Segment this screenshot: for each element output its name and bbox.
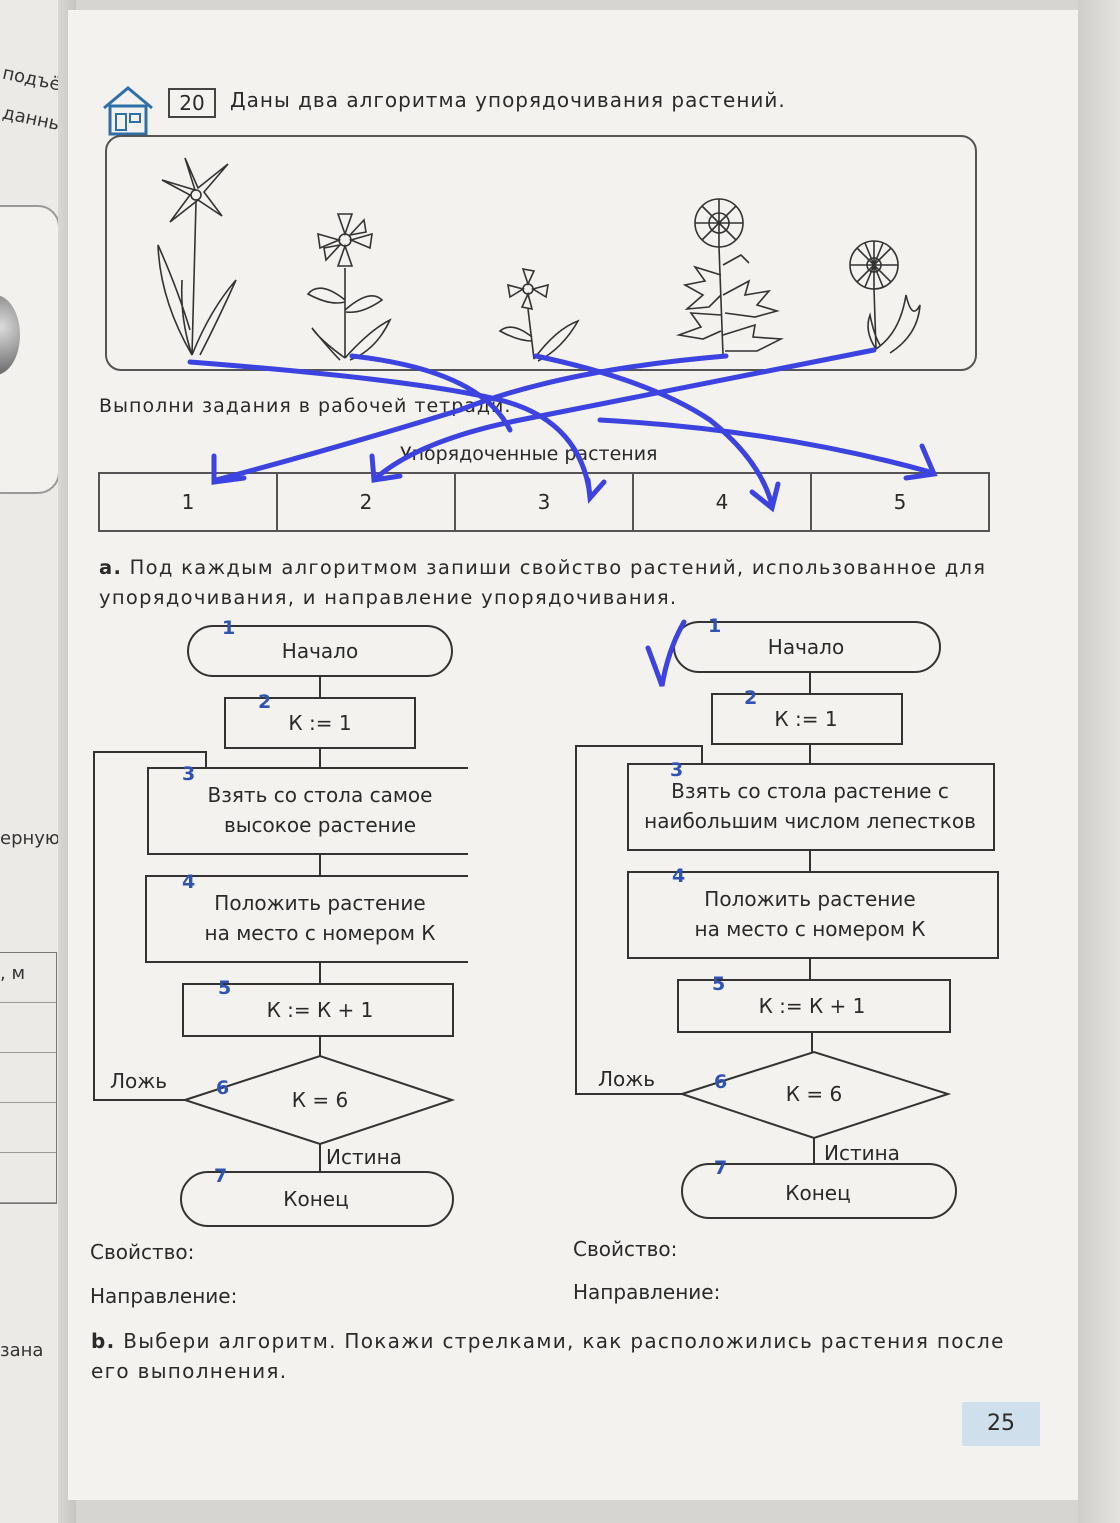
fc-left-true-label: Истина	[326, 1145, 402, 1169]
order-cell[interactable]: 3	[456, 474, 634, 530]
arrow-6-head	[903, 443, 938, 481]
fc-right-end-label: Конец	[785, 1181, 850, 1205]
part-a-letter: a.	[99, 556, 123, 579]
arrow-1-head	[585, 477, 607, 504]
fc-right-true-label: Истина	[824, 1141, 900, 1165]
fc-right-num: 4	[672, 865, 685, 887]
arrow-3	[533, 353, 775, 508]
fc-left-num: 3	[182, 763, 195, 785]
flowchart-right: 1 Начало 2 К := 1 3 Взять со стола расте…	[575, 615, 999, 1219]
fc-right-num: 1	[708, 615, 721, 637]
part-a-body: Под каждым алгоритмом запиши свойство ра…	[99, 556, 987, 609]
arrow-5	[373, 347, 877, 481]
fc-left-inc-block	[182, 983, 454, 1037]
fc-left-end-label: Конец	[283, 1187, 348, 1211]
fc-left-inc-label: К := К + 1	[267, 998, 374, 1022]
plants-illustration	[105, 135, 977, 371]
task-number: 20	[168, 88, 216, 118]
order-table-caption: Упорядоченные растения	[400, 443, 658, 465]
fc-left-condition-label: К = 6	[292, 1088, 348, 1112]
home-task-icon	[103, 86, 153, 136]
fc-left-take-label: Взять со стола самое	[208, 783, 433, 807]
left-direction-label[interactable]: Направление:	[90, 1284, 238, 1308]
order-cell[interactable]: 5	[893, 490, 907, 514]
fc-right-put-label: Положить растение	[704, 887, 915, 911]
fc-right-inc-label: К := К + 1	[759, 994, 866, 1018]
fc-right-end-block	[681, 1163, 957, 1219]
fc-right-take-label: наибольшим числом лепестков	[644, 809, 976, 833]
fc-right-num: 3	[670, 759, 683, 781]
page-edge	[1078, 0, 1120, 1523]
fc-right-num: 2	[744, 687, 757, 709]
fc-right-take-label: Взять со стола растение с	[671, 779, 949, 803]
flowchart-left: 1 Начало 2 К := 1 3 Взять со стола самое…	[93, 617, 468, 1227]
fc-right-start-label: Начало	[768, 635, 844, 659]
fc-left-take-label: высокое растение	[224, 813, 416, 837]
left-page-image	[0, 295, 20, 375]
order-cell[interactable]: 1	[100, 474, 278, 530]
medium-flower-icon	[306, 213, 392, 361]
left-page-snippet: зана	[0, 1340, 44, 1361]
fc-right-condition-block	[678, 1050, 952, 1140]
fc-right-num: 7	[714, 1157, 727, 1179]
order-cell[interactable]: 2	[278, 474, 456, 530]
fc-left-start-label: Начало	[282, 639, 358, 663]
left-page-snippet: ерную	[0, 828, 61, 849]
fc-right-num: 6	[714, 1071, 727, 1093]
fc-right-condition-label: К = 6	[786, 1082, 842, 1106]
left-page-table: , м	[0, 952, 57, 1204]
leafy-flower-icon	[675, 198, 784, 356]
small-flower-icon	[498, 267, 580, 362]
order-table: 1 2 3 4 5	[98, 472, 990, 532]
fc-left-num: 7	[214, 1165, 227, 1187]
arrow-5-head	[369, 453, 403, 483]
workbook-page	[68, 10, 1078, 1500]
arrow-2	[349, 353, 513, 433]
part-a-text: a. Под каждым алгоритмом запиши свойство…	[99, 553, 989, 613]
fc-left-false-label: Ложь	[110, 1069, 167, 1093]
fc-left-num: 5	[218, 977, 231, 999]
fc-left-put-label: Положить растение	[214, 891, 425, 915]
arrow-6	[597, 417, 933, 475]
fc-left-end-block	[180, 1171, 454, 1227]
right-direction-label[interactable]: Направление:	[573, 1280, 721, 1304]
fc-left-condition-block	[181, 1054, 456, 1146]
instruction-text: Выполни задания в рабочей тетради.	[99, 395, 512, 417]
fc-right-init-block	[711, 693, 903, 745]
arrow-4-head	[211, 453, 247, 485]
right-property-label[interactable]: Свойство:	[573, 1237, 678, 1261]
fc-left-num: 4	[182, 871, 195, 893]
order-cell[interactable]: 4	[634, 474, 812, 530]
arrow-3-head	[749, 481, 781, 513]
daisy-flower-icon	[849, 240, 921, 354]
task-title: Даны два алгоритма упорядочивания растен…	[230, 88, 786, 112]
fc-left-init-label: К := 1	[288, 711, 351, 735]
fc-right-false-label: Ложь	[598, 1067, 655, 1091]
left-page-snippet: , м	[0, 963, 26, 984]
fc-left-num: 6	[216, 1077, 229, 1099]
fc-right-put-label: на место с номером К	[695, 917, 926, 941]
fc-right-init-label: К := 1	[774, 707, 837, 731]
fc-left-num: 1	[222, 617, 235, 639]
fc-right-inc-block	[677, 979, 951, 1033]
page-number: 25	[962, 1402, 1040, 1446]
fc-right-put-block	[627, 871, 999, 959]
left-property-label[interactable]: Свойство:	[90, 1240, 195, 1264]
arrow-4	[213, 353, 729, 483]
fc-left-num: 2	[258, 691, 271, 713]
arrow-1	[187, 359, 593, 498]
part-b-letter: b.	[91, 1329, 116, 1353]
fc-right-num: 5	[712, 973, 725, 995]
part-b-text: b. Выбери алгоритм. Покажи стрелками, ка…	[91, 1326, 1011, 1386]
check-mark	[645, 619, 687, 687]
fc-left-put-label: на место с номером К	[205, 921, 436, 945]
tall-flower-icon	[157, 157, 237, 356]
part-b-body: Выбери алгоритм. Покажи стрелками, как р…	[91, 1329, 1005, 1383]
